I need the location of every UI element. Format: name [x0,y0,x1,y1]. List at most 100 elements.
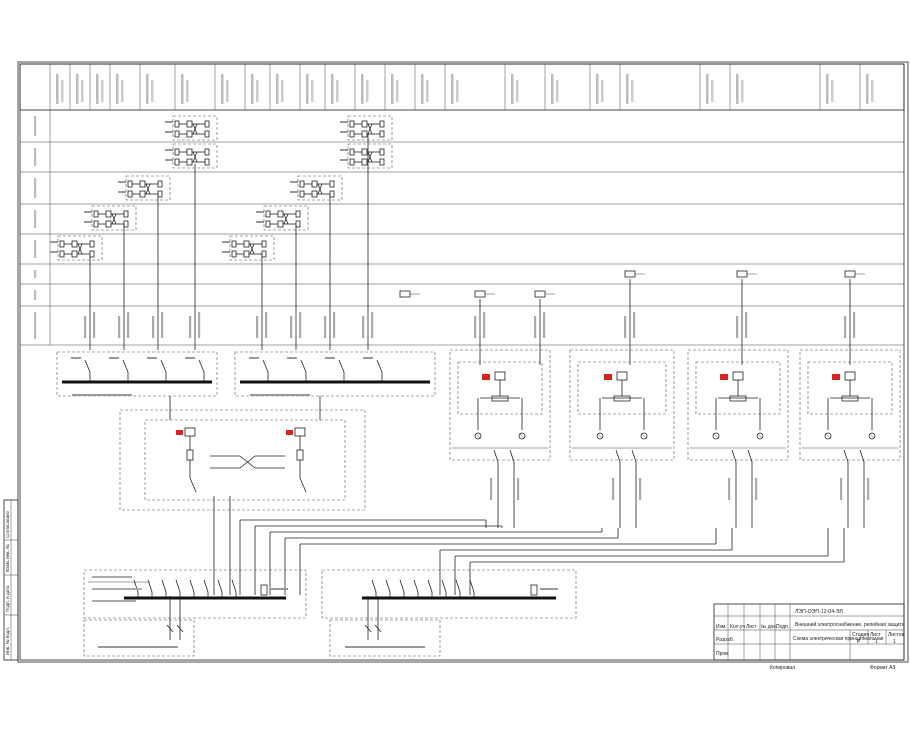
cabinet-switch [399,579,405,593]
lamp-cross [641,433,647,439]
header-text-stub [451,74,454,104]
cable-label-stub [118,316,121,338]
ats-relay [294,427,306,437]
relay-indicator [604,374,612,380]
output-switch [859,449,865,463]
cabinet-meter [530,584,538,596]
drawing-grid [19,63,905,346]
cabinet-enclosure [83,569,307,619]
terminal-label-stub [165,159,173,161]
breaker-box [174,130,180,138]
cross-link [77,243,83,255]
cable-label-stub [265,312,268,338]
breaker-pair [84,205,137,231]
unit-enclosure [125,175,171,201]
relay-block [844,371,856,381]
tb-stage-label: Стадия [852,632,869,638]
breaker-box [379,148,385,156]
signal-lamp [640,432,648,440]
cross-link [367,151,373,163]
cable-label-stub [853,312,856,338]
switch-label-stub [185,357,195,359]
breaker-box [261,240,267,248]
format-label: Формат А3 [870,665,895,671]
cable-label-stub [333,312,336,338]
cable-label-stub [84,316,87,338]
terminal-label-stub [340,131,348,133]
header-text-stub [151,80,154,102]
switch-label-stub [249,357,259,359]
contact-box [186,148,193,156]
contact-box [311,180,318,188]
ats-switch [299,477,307,493]
cable-label-stub [745,312,748,338]
header-text-stub [276,74,279,104]
contactor [613,395,631,402]
cable-label-stub [483,312,486,338]
row-label-stub [34,270,37,278]
row-label-stub [34,290,37,300]
contactor [841,395,859,402]
contact-box [105,210,112,218]
breaker-box [123,210,129,218]
tb-sheets-label: Листов [888,632,905,638]
header-text-stub [96,74,99,104]
header-text-stub [336,80,339,102]
switch-blade [300,359,307,373]
header-text-stub [361,74,364,104]
header-text-stub [391,74,394,104]
breaker-box [299,180,305,188]
header-text-stub [456,80,459,102]
breaker-box [59,240,65,248]
header-text-stub [101,80,104,102]
header-text-stub [516,80,519,102]
breaker-box [295,220,301,228]
cable-label-stub [152,316,155,338]
cabinet-switch [455,579,461,593]
header-text-stub [871,80,874,102]
tb-sheets-total: 1 [893,639,896,645]
contact-box [277,210,284,218]
ats-enclosure [119,409,366,511]
breaker-box [204,158,210,166]
lamp-cross [519,433,525,439]
note-stub [92,588,142,590]
cable-label-stub [324,316,327,338]
cable-label-stub [198,312,201,338]
switchgear-enclosure [234,351,436,397]
tb-sheet-num: 1 [875,639,878,645]
breaker-box [204,120,210,128]
breaker-box [295,210,301,218]
header-text-stub [306,74,309,104]
switch-blade [376,359,383,373]
tb-col-doc: № док. [761,624,777,630]
header-text-stub [511,74,514,104]
tb-doc-name: Схема электрическая принципиальная [793,636,884,642]
output-switch [493,449,499,463]
cross-link [145,183,151,195]
breaker-box [329,180,335,188]
breaker-box [329,190,335,198]
signal-lamp [518,432,526,440]
breaker-box [204,148,210,156]
terminal-label-stub [165,121,173,123]
terminal-label-stub [256,221,264,223]
contactor [491,395,509,402]
tb-role-check: Пров. [716,651,729,657]
control-inner-frame [807,361,893,415]
header-text-stub [551,74,554,104]
cable-label-stub [612,478,615,500]
note-stub [92,600,136,602]
cabinet-switch [189,579,195,593]
tb-col-sign: Подп. [776,624,789,630]
relay-block [732,371,744,381]
header-text-stub [421,74,424,104]
switch-blade [84,359,91,373]
terminal-label-stub [165,149,173,151]
terminal-label-stub [290,181,298,183]
control-enclosure [449,349,551,461]
terminal-box [624,270,636,278]
cabinet-switch [385,579,391,593]
breaker-pair [118,175,171,201]
